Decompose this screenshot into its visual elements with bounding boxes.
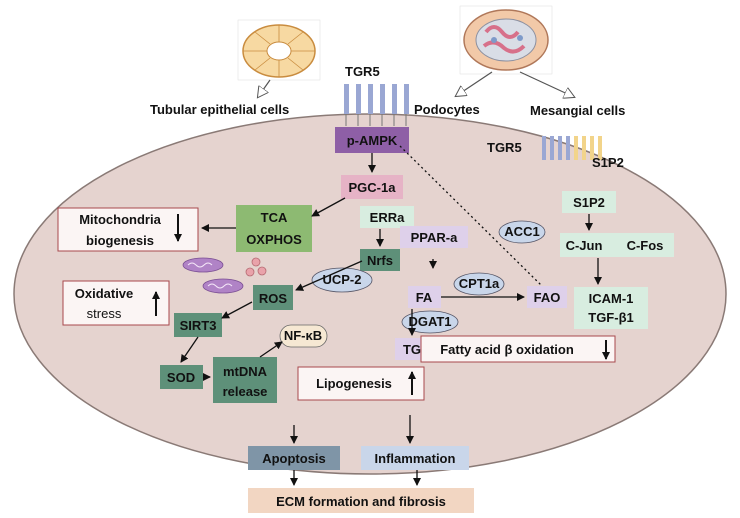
node-erra: ERRa (370, 210, 405, 225)
node-mito-line2: biogenesis (86, 233, 154, 248)
node-acc1: ACC1 (504, 224, 539, 239)
ros-particles-icon (245, 257, 267, 277)
arrow-pgc-tca (311, 197, 346, 217)
node-erra-box (360, 206, 414, 228)
node-dgat1: DGAT1 (408, 314, 451, 329)
node-ecm-box (248, 488, 474, 513)
node-pampk-box (335, 127, 409, 153)
node-inflammation: Inflammation (375, 451, 456, 466)
node-cfos: C-Fos (627, 238, 664, 253)
node-s1p2-box (562, 191, 616, 213)
node-icam-tgf-box (574, 287, 648, 329)
node-cpt1a: CPT1a (459, 276, 500, 291)
node-fao-box (527, 286, 567, 308)
node-apoptosis: Apoptosis (262, 451, 326, 466)
node-lipo: Lipogenesis (316, 376, 392, 391)
node-dgat1-oval (401, 310, 459, 334)
node-fatty-box (420, 335, 616, 363)
s1p2-receptor-side (574, 136, 602, 160)
node-ox-line2: stress (87, 306, 122, 321)
node-fao: FAO (534, 290, 561, 305)
node-nrfs-box (360, 249, 400, 271)
node-ros-box (253, 285, 293, 310)
label-tgr5-top: TGR5 (345, 64, 380, 79)
node-inflammation-box (361, 446, 469, 470)
tgr5-receptor-top (344, 84, 409, 126)
node-fa: FA (416, 290, 433, 305)
arrow-nrfs-ros (295, 260, 363, 291)
node-sod: SOD (167, 370, 195, 385)
node-ros: ROS (259, 291, 288, 306)
node-ucp2: UCP-2 (322, 272, 361, 287)
node-mtdna-line1: mtDNA (223, 364, 268, 379)
node-sirt3: SIRT3 (180, 318, 217, 333)
node-s1p2: S1P2 (573, 195, 605, 210)
node-fatty: Fatty acid β oxidation (440, 342, 574, 357)
node-sod-box (160, 365, 203, 389)
label-s1p2-side: S1P2 (592, 155, 624, 170)
node-tca: TCA (261, 210, 288, 225)
node-pampk: p-AMPK (347, 133, 398, 148)
node-mtdna-box (213, 357, 277, 403)
mitochondria-icon (182, 257, 244, 294)
node-ppara-box (400, 226, 468, 248)
arrow-sirt3-sod (180, 336, 199, 363)
node-ox-line1: Oxidative (75, 286, 134, 301)
node-tca-oxphos-box (236, 205, 312, 252)
node-cjun-cfos-box (560, 233, 674, 257)
label-podocytes: Podocytes (414, 102, 480, 117)
node-apoptosis-box (248, 446, 340, 470)
node-ucp2-oval (311, 267, 373, 293)
node-acc1-oval (498, 220, 546, 244)
arrow-tubular-illustration (258, 79, 271, 97)
tubular-illustration (237, 19, 321, 81)
tgr5-receptor-side (542, 136, 570, 160)
arrow-to-mesangial (519, 71, 574, 97)
node-cjun: C-Jun (566, 238, 603, 253)
label-mesangial: Mesangial cells (530, 103, 625, 118)
node-mito-box (57, 207, 199, 252)
label-tubular: Tubular epithelial cells (150, 102, 289, 117)
label-tgr5-side: TGR5 (487, 140, 522, 155)
node-ecm: ECM formation and fibrosis (276, 494, 446, 509)
node-lipo-box (297, 366, 425, 401)
arrow-mtdna-nfkb (259, 341, 283, 358)
glomerulus-illustration (459, 5, 553, 75)
node-pgc: PGC-1a (349, 180, 397, 195)
node-tgfb: TGF-β1 (588, 310, 634, 325)
node-nfkb: NF-κB (284, 328, 322, 343)
node-sirt3-box (174, 313, 222, 337)
node-tg: TG (403, 342, 421, 357)
arrow-to-podocytes (456, 71, 493, 96)
node-nfkb-box (279, 324, 328, 348)
node-icam: ICAM-1 (589, 291, 634, 306)
node-nrfs: Nrfs (367, 253, 393, 268)
node-oxidative-box (62, 280, 170, 326)
node-mito-line1: Mitochondria (79, 212, 161, 227)
node-cpt1a-oval (453, 272, 505, 296)
node-pgc-box (341, 175, 403, 199)
node-fa-box (408, 286, 441, 308)
node-oxphos: OXPHOS (246, 232, 302, 247)
arrow-ros-sirt3 (221, 301, 253, 319)
node-mtdna-line2: release (223, 384, 268, 399)
node-ppara: PPAR-a (411, 230, 458, 245)
